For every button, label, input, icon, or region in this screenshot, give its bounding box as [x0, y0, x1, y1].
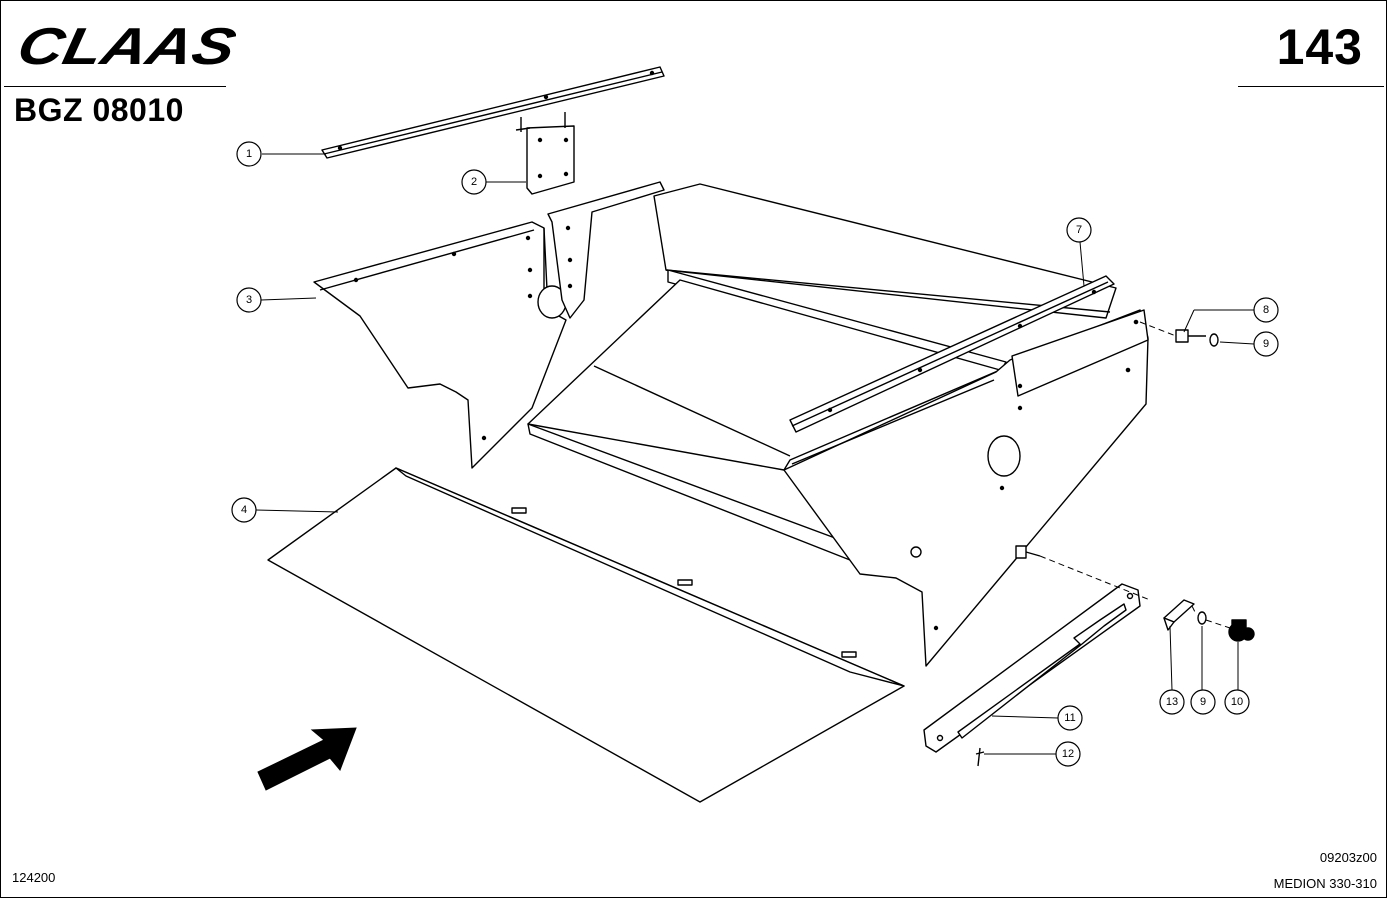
callout-8: 8: [1253, 297, 1279, 323]
part-9-washer-lower: [1197, 611, 1207, 625]
callout-3: 3: [236, 287, 262, 313]
callout-7: 7: [1066, 217, 1092, 243]
svg-text:8: 8: [1263, 304, 1269, 316]
header-rule-right: [1238, 86, 1384, 87]
callout-13: 13: [1159, 689, 1185, 715]
footer-drawing-code: 09203z00: [1319, 850, 1377, 865]
svg-text:9: 9: [1200, 696, 1206, 708]
center-panel: [547, 181, 665, 319]
claas-logo: CLAAS: [14, 22, 236, 70]
part-11-slotted-bar: [923, 583, 1141, 753]
doc-code: BGZ 08010: [14, 92, 184, 128]
svg-text:9: 9: [1263, 338, 1269, 350]
direction-arrow-icon: [257, 727, 357, 791]
svg-text:2: 2: [471, 176, 477, 188]
svg-text:13: 13: [1166, 696, 1178, 708]
page-number: 143: [1276, 19, 1363, 75]
assembly-lines: [1039, 321, 1231, 629]
part-8-bolt: [1175, 329, 1206, 343]
svg-text:10: 10: [1231, 696, 1243, 708]
rear-wall: [653, 183, 1117, 373]
right-side-wall: [783, 309, 1149, 667]
callout-4: 4: [231, 497, 257, 523]
part-3-side-wall: [313, 221, 567, 469]
svg-text:3: 3: [246, 294, 252, 306]
svg-text:4: 4: [241, 504, 247, 516]
callout-9-lower: 9: [1190, 689, 1216, 715]
callout-11: 11: [1057, 705, 1083, 731]
leader-lines: [255, 153, 1255, 755]
header-rule-left: [4, 86, 226, 87]
part-1-angle-strip: [321, 66, 665, 159]
lower-bolt: [1015, 545, 1041, 559]
part-13-clip: [1163, 599, 1195, 631]
part-2-bracket-plate: [515, 112, 575, 195]
callout-2: 2: [461, 169, 487, 195]
callout-12: 12: [1055, 741, 1081, 767]
part-10-knob: [1228, 619, 1255, 642]
part-7-rail: [789, 275, 1115, 433]
svg-text:12: 12: [1062, 748, 1074, 760]
footer-left-code: 124200: [12, 870, 56, 885]
part-4-cover-sheet: [267, 467, 905, 803]
callout-10: 10: [1224, 689, 1250, 715]
part-9-washer-upper: [1209, 333, 1219, 347]
part-12-pin: [975, 747, 985, 767]
svg-text:11: 11: [1064, 712, 1075, 724]
footer-model: MEDION 330-310: [1273, 876, 1377, 891]
brand-logo-text: CLAAS: [14, 22, 236, 70]
callout-1: 1: [236, 141, 262, 167]
svg-text:1: 1: [246, 148, 252, 160]
svg-text:7: 7: [1076, 224, 1082, 236]
callout-9-upper: 9: [1253, 331, 1279, 357]
